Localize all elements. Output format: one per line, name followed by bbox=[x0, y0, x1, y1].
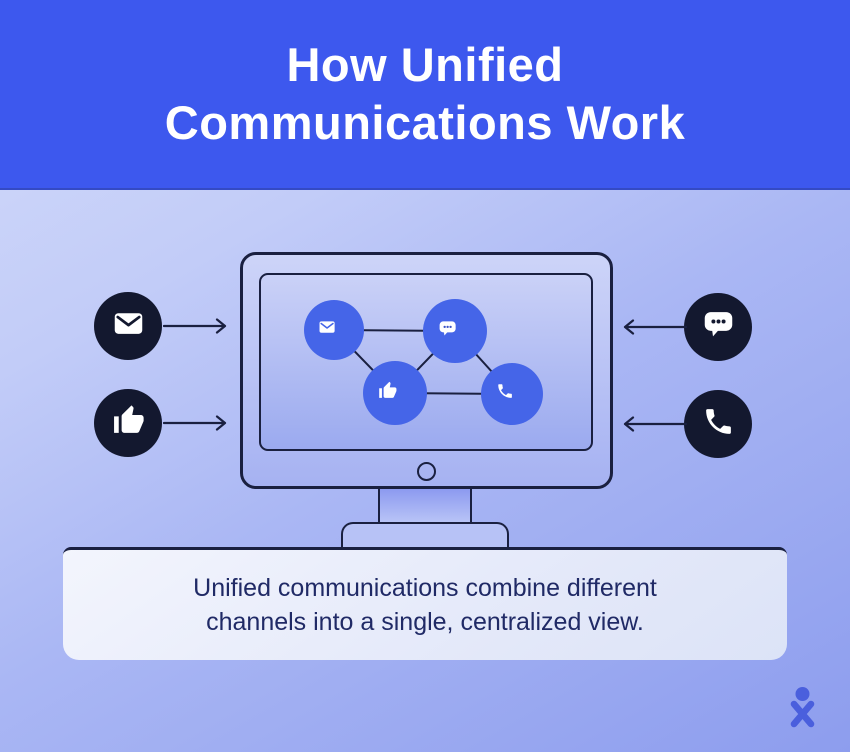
monitor-stand-base bbox=[341, 522, 509, 548]
network-connection-lines bbox=[259, 273, 593, 456]
channel-node-email bbox=[304, 300, 364, 360]
caption-line1: Unified communications combine different bbox=[193, 574, 657, 602]
source-circle-phone bbox=[684, 390, 752, 458]
page-title-line2: Communications Work bbox=[164, 96, 686, 149]
source-circle-email bbox=[94, 292, 162, 360]
email-icon bbox=[318, 318, 351, 341]
chat-icon bbox=[438, 319, 473, 343]
caption-box: Unified communications combine different… bbox=[63, 547, 787, 660]
arrow-right-icon bbox=[162, 414, 229, 437]
arrow-right-icon bbox=[162, 317, 229, 340]
thumbs-up-icon bbox=[378, 381, 413, 405]
caption-line2: channels into a single, centralized view… bbox=[206, 608, 644, 636]
page-title-line1: How Unified bbox=[286, 38, 564, 91]
source-circle-thumbs-up bbox=[94, 389, 162, 457]
email-icon bbox=[112, 307, 145, 345]
monitor-power-button bbox=[417, 462, 436, 481]
source-circle-chat bbox=[684, 293, 752, 361]
channel-node-phone bbox=[481, 363, 543, 425]
phone-icon bbox=[496, 382, 529, 405]
monitor-stand-neck bbox=[378, 489, 472, 525]
arrow-left-icon bbox=[621, 318, 688, 341]
phone-icon bbox=[702, 405, 735, 443]
thumbs-up-icon bbox=[112, 404, 145, 442]
chat-icon bbox=[702, 308, 735, 346]
header-band: How Unified Communications Work bbox=[0, 0, 850, 190]
arrow-left-icon bbox=[621, 415, 688, 438]
nextiva-x-logo bbox=[788, 681, 818, 729]
channel-node-thumbs-up bbox=[363, 361, 427, 425]
channel-node-chat bbox=[423, 299, 487, 363]
